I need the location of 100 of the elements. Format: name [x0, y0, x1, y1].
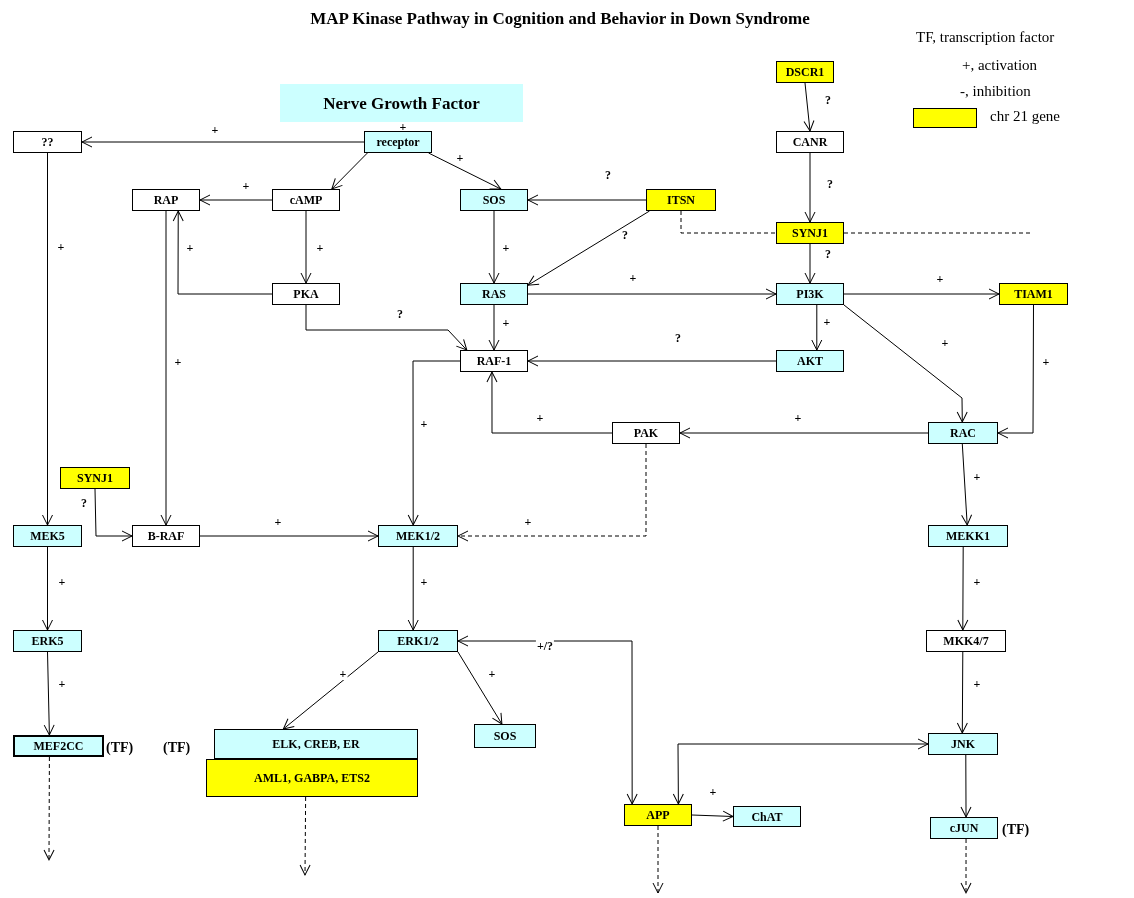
arrow [527, 210, 650, 286]
arrow [488, 304, 500, 351]
edge-label: + [273, 516, 283, 528]
gene-label: SOS [482, 194, 506, 206]
gene-box [206, 759, 418, 797]
edge-label: + [935, 273, 945, 285]
arrow [486, 371, 613, 434]
arrow [300, 210, 312, 284]
gene-label: RAF-1 [476, 355, 512, 367]
arrow [960, 754, 972, 818]
edge-label: + [1041, 356, 1051, 368]
gene-label: RAC [950, 427, 976, 439]
edge-label: + [708, 786, 718, 798]
gene-label: RAP [153, 194, 179, 206]
edge-label: + [523, 516, 533, 528]
arrow [961, 443, 973, 526]
gene-label: MKK4/7 [943, 635, 989, 647]
arrow [843, 288, 1000, 300]
arrow [94, 488, 133, 542]
arrow [527, 194, 647, 206]
edge-label: + [940, 337, 950, 349]
arrow [811, 304, 823, 351]
gene-box [364, 131, 432, 153]
gene-box [474, 724, 536, 748]
gene-box [624, 804, 692, 826]
arrow [305, 304, 468, 351]
edge-label: + [57, 576, 67, 588]
arrow [527, 355, 777, 367]
arrow [997, 304, 1034, 439]
gene-box [13, 131, 82, 153]
arrow [407, 546, 419, 631]
edge-label: ? [80, 497, 88, 509]
gene-box [13, 525, 82, 547]
gene-label: CANR [792, 136, 828, 148]
gene-label: MEKK1 [946, 530, 990, 542]
gene-label: ELK, CREB, ER [272, 738, 360, 750]
gene-label: ChAT [751, 810, 783, 823]
edge-label: ? [824, 248, 832, 260]
edge-label: ? [621, 229, 629, 241]
gene-box [999, 283, 1068, 305]
gene-box [132, 525, 200, 547]
edge-label: + [173, 356, 183, 368]
arrow [804, 243, 816, 284]
gene-box [460, 283, 528, 305]
arrow [803, 82, 815, 132]
gene-box [214, 729, 418, 759]
arrow [81, 136, 365, 148]
arrow [43, 756, 55, 861]
gene-label: AKT [797, 355, 823, 367]
edge-label: + [57, 678, 67, 690]
arrow [199, 530, 379, 542]
arrow [843, 304, 968, 423]
arrow [804, 152, 816, 223]
arrow [282, 651, 379, 730]
arrow [457, 651, 503, 725]
arrow [160, 210, 172, 526]
edge-label: + [822, 316, 832, 328]
gene-box [612, 422, 680, 444]
gene-label: ERK5 [31, 635, 64, 647]
gene-box [13, 630, 82, 652]
edge-label: + [419, 418, 429, 430]
gene-label: SOS [493, 730, 517, 742]
gene-box [926, 630, 1006, 652]
arrow [199, 194, 273, 206]
edge-label: + [455, 152, 465, 164]
edge-label: ? [396, 308, 404, 320]
edge-label: + [241, 180, 251, 192]
legend-text: +, activation [962, 58, 1038, 73]
arrow [957, 546, 969, 631]
gene-box [776, 350, 844, 372]
gene-label: cAMP [289, 194, 323, 206]
gene-box [646, 189, 716, 211]
gene-label: MEK1/2 [396, 530, 440, 542]
gene-box [378, 525, 458, 547]
edge-label: + [501, 317, 511, 329]
legend-text: -, inhibition [960, 84, 1031, 99]
legend-text: chr 21 gene [990, 109, 1060, 124]
gene-label: PI3K [796, 288, 824, 300]
arrow [172, 210, 273, 295]
edge-label: + [315, 242, 325, 254]
gene-label: APP [646, 809, 670, 821]
edge-label: + [972, 678, 982, 690]
arrow [527, 288, 777, 300]
legend-text: TF, transcription factor [916, 30, 1055, 45]
edge-label: ? [826, 178, 834, 190]
arrow [457, 635, 638, 805]
diagram-title: MAP Kinase Pathway in Cognition and Behavior in Down Syndrome [309, 8, 811, 30]
arrow [331, 152, 368, 190]
gene-box [928, 422, 998, 444]
gene-label: PAK [633, 427, 659, 439]
arrow [457, 443, 647, 542]
arrow [960, 838, 972, 894]
tf-note: (TF) [106, 739, 134, 757]
arrow [956, 651, 968, 734]
arrow [488, 210, 500, 284]
arrow [691, 810, 734, 822]
edge-label: + [185, 242, 195, 254]
connector-line [680, 210, 777, 234]
gene-box [378, 630, 458, 652]
gene-box [776, 61, 834, 83]
